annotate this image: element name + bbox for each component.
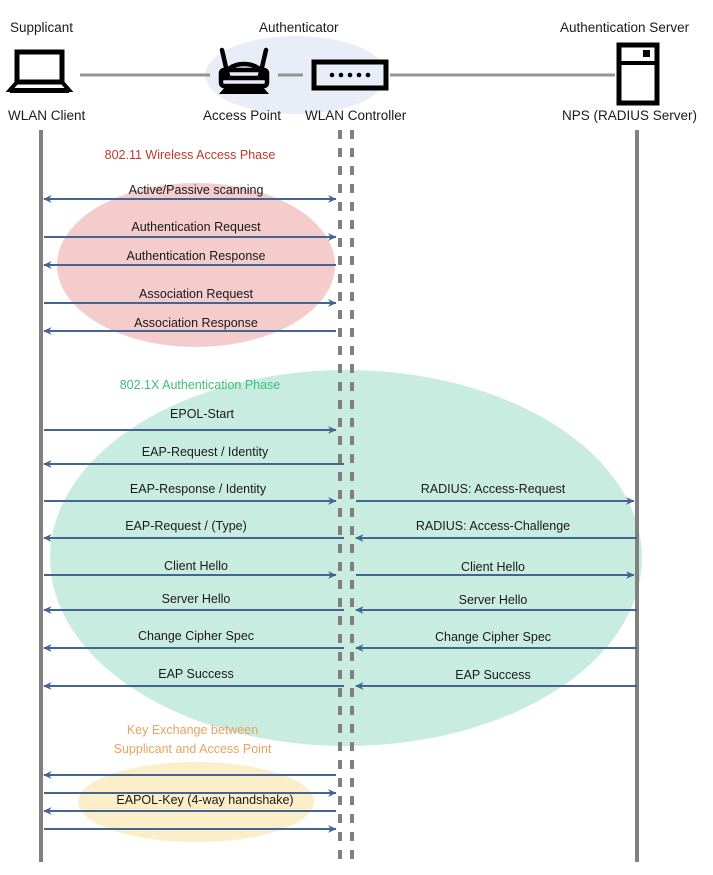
message-label-authentication-request: Authentication Request	[131, 220, 261, 234]
message-arrow-group-dot1x-left	[43, 426, 344, 690]
laptop-icon	[5, 49, 74, 93]
message-arrow-group-wireless-access	[43, 195, 337, 335]
message-label-change-cipher-spec-left: Change Cipher Spec	[137, 629, 255, 643]
message-label-client-hello-right: Client Hello	[461, 560, 525, 574]
message-label-eap-success-left: EAP Success	[158, 667, 234, 681]
access-point-icon	[218, 47, 270, 94]
message-label-association-request: Association Request	[139, 287, 253, 301]
server-icon	[616, 42, 660, 106]
message-arrow-group-key-exchange	[43, 771, 337, 833]
phase-ellipse-dot1x-auth	[50, 370, 642, 746]
actor-device-access-point: Access Point	[203, 108, 282, 123]
message-arrow-group-dot1x-right	[355, 497, 637, 690]
message-label-association-response: Association Response	[134, 316, 258, 330]
message-label-eap-request-identity: EAP-Request / Identity	[141, 445, 269, 459]
message-label-eapol-key-handshake: EAPOL-Key (4-way handshake)	[116, 793, 294, 807]
actor-device-nps-radius-server: NPS (RADIUS Server)	[562, 108, 698, 123]
actor-role-authenticator: Authenticator	[259, 20, 339, 35]
phase-label-wireless-access: 802.11 Wireless Access Phase	[104, 148, 276, 162]
message-label-active-passive-scanning: Active/Passive scanning	[128, 183, 264, 197]
message-label-eap-response-identity: EAP-Response / Identity	[129, 482, 267, 496]
phase-label-key-exchange-line2: Supplicant and Access Point	[113, 742, 272, 756]
actor-device-wlan-client: WLAN Client	[8, 108, 86, 123]
phase-label-key-exchange-line1: Key Exchange between	[126, 723, 259, 737]
message-label-change-cipher-spec-right: Change Cipher Spec	[434, 630, 552, 644]
message-label-radius-access-challenge: RADIUS: Access-Challenge	[415, 519, 571, 533]
message-label-client-hello-left: Client Hello	[164, 559, 228, 573]
message-label-authentication-response: Authentication Response	[126, 249, 266, 263]
message-label-server-hello-right: Server Hello	[458, 593, 528, 607]
message-label-eap-request-type: EAP-Request / (Type)	[125, 519, 247, 533]
actor-device-wlan-controller: WLAN Controller	[305, 108, 407, 123]
phase-label-dot1x-auth: 802.1X Authentication Phase	[119, 378, 281, 392]
actor-role-supplicant: Supplicant	[10, 20, 74, 35]
message-label-radius-access-request: RADIUS: Access-Request	[420, 482, 566, 496]
message-label-server-hello-left: Server Hello	[161, 592, 231, 606]
message-label-eap-success-right: EAP Success	[455, 668, 531, 682]
wlan-controller-icon	[311, 59, 389, 91]
message-label-epol-start: EPOL-Start	[170, 407, 234, 421]
phase-ellipse-key-exchange	[78, 762, 314, 842]
actor-role-authentication-server: Authentication Server	[560, 20, 690, 35]
